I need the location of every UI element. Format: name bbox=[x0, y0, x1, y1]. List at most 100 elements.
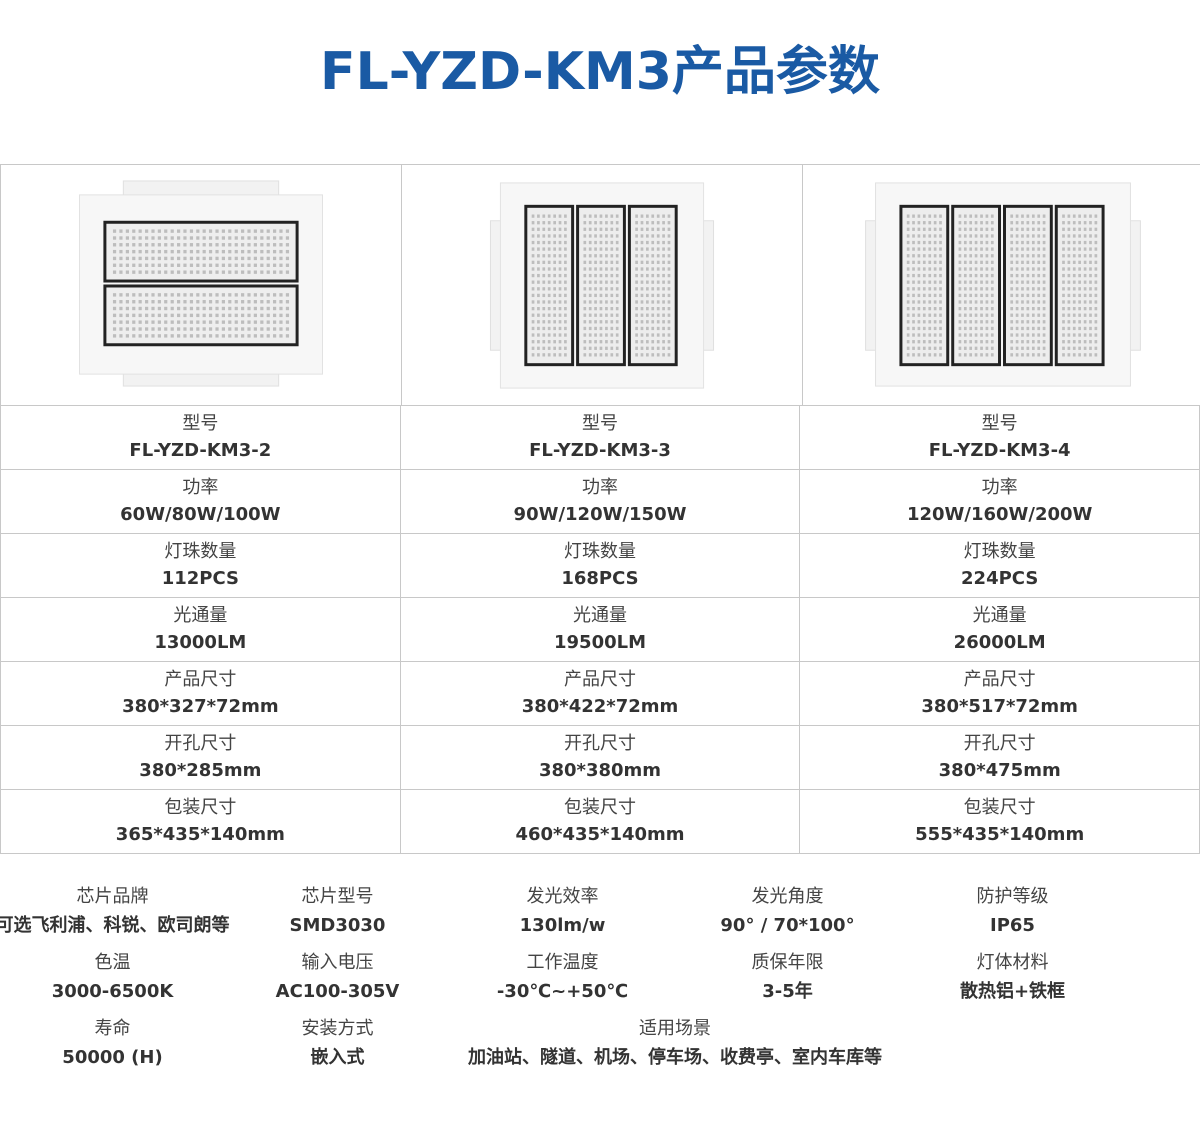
led-dot bbox=[990, 307, 994, 311]
led-dot bbox=[980, 333, 983, 337]
led-dot bbox=[553, 346, 556, 350]
led-dot bbox=[980, 240, 983, 245]
spec-value: 可选飞利浦、科锐、欧司朗等 bbox=[0, 915, 230, 936]
led-dot bbox=[132, 263, 136, 267]
led-dot bbox=[651, 307, 655, 311]
led-dot bbox=[1031, 273, 1035, 278]
led-dot bbox=[922, 313, 926, 317]
led-dot bbox=[599, 214, 603, 218]
led-dot bbox=[542, 247, 546, 251]
led-dot bbox=[1078, 326, 1081, 331]
spec-value: 460*435*140mm bbox=[515, 823, 685, 845]
led-dot bbox=[1037, 273, 1041, 278]
led-dot bbox=[610, 287, 614, 291]
led-dot bbox=[651, 221, 655, 225]
led-dot bbox=[599, 353, 603, 357]
led-dot bbox=[119, 270, 123, 274]
led-dot bbox=[119, 293, 123, 297]
led-dot bbox=[1094, 254, 1098, 258]
led-dot bbox=[208, 293, 213, 297]
led-dot bbox=[1010, 300, 1014, 304]
led-dot bbox=[615, 280, 619, 284]
led-dot bbox=[958, 247, 962, 251]
led-dot bbox=[125, 327, 129, 331]
led-dot bbox=[1026, 340, 1030, 344]
led-dot bbox=[1072, 227, 1076, 231]
led-dot bbox=[531, 254, 535, 258]
led-dot bbox=[980, 293, 983, 298]
led-dot bbox=[635, 313, 638, 317]
led-dot bbox=[963, 234, 967, 238]
led-dot bbox=[1026, 254, 1030, 258]
led-dot bbox=[906, 340, 910, 344]
led-dot bbox=[912, 300, 915, 304]
led-dot bbox=[667, 227, 671, 231]
led-dot bbox=[208, 300, 213, 304]
led-dot bbox=[640, 326, 644, 331]
led-dot bbox=[553, 353, 556, 357]
led-dot bbox=[1089, 346, 1092, 350]
led-dot bbox=[635, 280, 638, 284]
led-dot bbox=[553, 333, 556, 337]
led-dot bbox=[958, 340, 962, 344]
led-dot bbox=[537, 247, 540, 251]
led-dot bbox=[189, 256, 194, 261]
led-dot bbox=[1083, 227, 1087, 231]
led-dot bbox=[1072, 240, 1076, 245]
led-dot bbox=[917, 346, 921, 350]
spec-value: 112PCS bbox=[161, 567, 239, 589]
led-dot bbox=[564, 260, 567, 264]
led-dot bbox=[234, 327, 238, 331]
led-dot bbox=[594, 273, 597, 278]
led-dot bbox=[933, 240, 937, 245]
led-dot bbox=[933, 214, 937, 218]
led-dot bbox=[933, 280, 937, 284]
led-dot bbox=[980, 234, 983, 238]
led-dot bbox=[906, 353, 910, 357]
led-dot bbox=[208, 236, 213, 240]
led-dot bbox=[906, 333, 910, 337]
led-dot bbox=[196, 229, 200, 233]
led-dot bbox=[1062, 280, 1065, 284]
led-dot bbox=[542, 346, 546, 350]
led-dot bbox=[221, 249, 225, 254]
led-dot bbox=[247, 306, 251, 311]
led-dot bbox=[542, 326, 546, 331]
led-dot bbox=[662, 227, 665, 231]
led-dot bbox=[558, 313, 562, 317]
led-dot bbox=[1042, 234, 1046, 238]
led-dot bbox=[537, 273, 540, 278]
led-dot bbox=[547, 254, 551, 258]
led-dot bbox=[547, 313, 551, 317]
led-dot bbox=[980, 300, 983, 304]
led-dot bbox=[196, 236, 200, 240]
spec-label: 功率 bbox=[981, 476, 1018, 498]
led-dot bbox=[1094, 221, 1098, 225]
led-dot bbox=[662, 280, 665, 284]
led-dot bbox=[1072, 287, 1076, 291]
led-dot bbox=[1083, 247, 1087, 251]
led-dot bbox=[588, 340, 592, 344]
led-dot bbox=[1026, 307, 1030, 311]
led-dot bbox=[594, 247, 597, 251]
led-dot bbox=[1078, 307, 1081, 311]
led-dot bbox=[610, 307, 614, 311]
led-dot bbox=[651, 340, 655, 344]
led-dot bbox=[564, 307, 567, 311]
led-dot bbox=[610, 273, 614, 278]
led-dot bbox=[228, 229, 232, 233]
led-dot bbox=[558, 293, 562, 298]
led-dot bbox=[1072, 280, 1076, 284]
spec-label: 型号 bbox=[182, 412, 219, 434]
led-dot bbox=[969, 247, 973, 251]
led-dot bbox=[1067, 267, 1071, 271]
led-dot bbox=[558, 346, 562, 350]
led-dot bbox=[547, 307, 551, 311]
led-dot bbox=[656, 300, 660, 304]
led-dot bbox=[279, 270, 283, 274]
led-dot bbox=[1083, 280, 1087, 284]
led-dot bbox=[1021, 293, 1024, 298]
